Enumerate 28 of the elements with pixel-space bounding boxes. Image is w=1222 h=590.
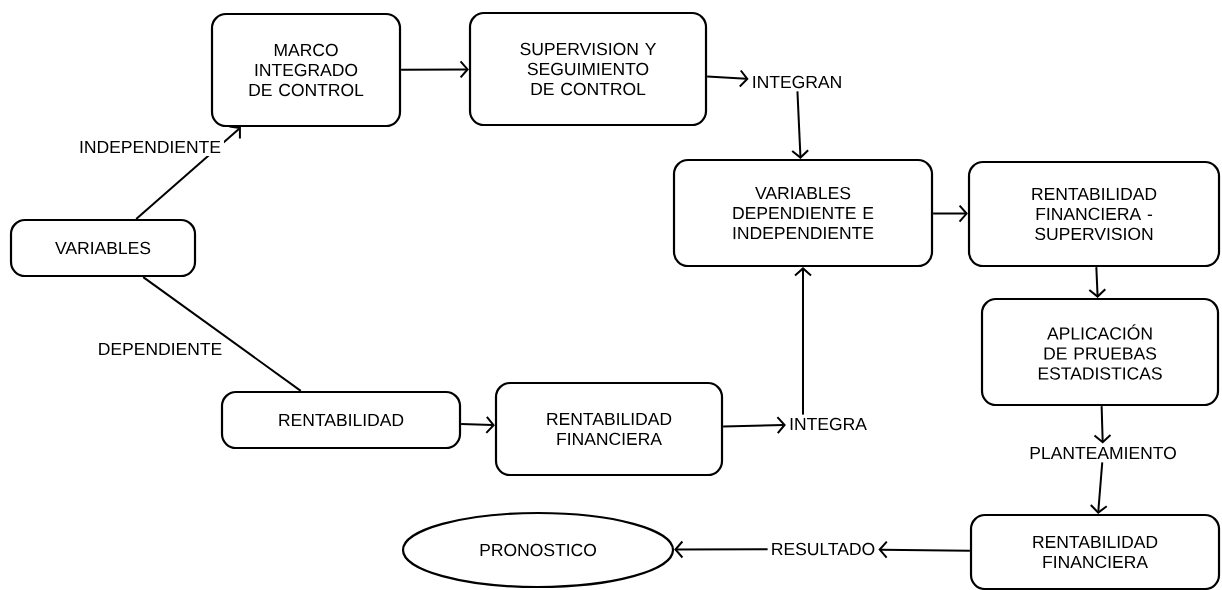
arrow	[674, 540, 769, 559]
process-box: RENTABILIDAD FINANCIERA	[969, 513, 1221, 590]
flow-text: INTEGRA	[790, 417, 867, 431]
arrow	[932, 204, 968, 223]
arrow	[135, 125, 241, 220]
process-box: VARIABLES DEPENDIENTE E INDEPENDIENTE	[672, 158, 934, 268]
arrow	[460, 415, 495, 434]
arrow	[400, 60, 469, 79]
edge-label: DEPENDIENTE	[94, 340, 226, 359]
edge-label: INDEPENDIENTE	[76, 138, 224, 156]
arrow	[1093, 405, 1112, 444]
flow-text: INTEGRAN	[753, 75, 841, 89]
arrow	[1088, 266, 1107, 298]
process-box: VARIABLES	[9, 218, 197, 278]
process-box: MARCO INTEGRADO DE CONTROL	[210, 12, 402, 128]
process-box: RENTABILIDAD	[220, 390, 462, 450]
flow-text: PLANTEAMIENTO	[1030, 446, 1176, 460]
process-box: RENTABILIDAD FINANCIERA - SUPERVISION	[967, 160, 1221, 268]
arrow	[878, 540, 971, 559]
process-box: SUPERVISION Y SEGUIMIENTO DE CONTROL	[468, 11, 708, 127]
flow-text: RESULTADO	[772, 542, 875, 556]
process-box: RENTABILIDAD FINANCIERA	[494, 381, 724, 477]
arrow	[791, 90, 810, 159]
arrow	[794, 267, 812, 416]
arrow	[722, 416, 786, 435]
arrow	[1089, 461, 1108, 514]
process-box: APLICACIÓN DE PRUEBAS ESTADISTICAS	[980, 297, 1220, 407]
arrow	[706, 69, 749, 88]
